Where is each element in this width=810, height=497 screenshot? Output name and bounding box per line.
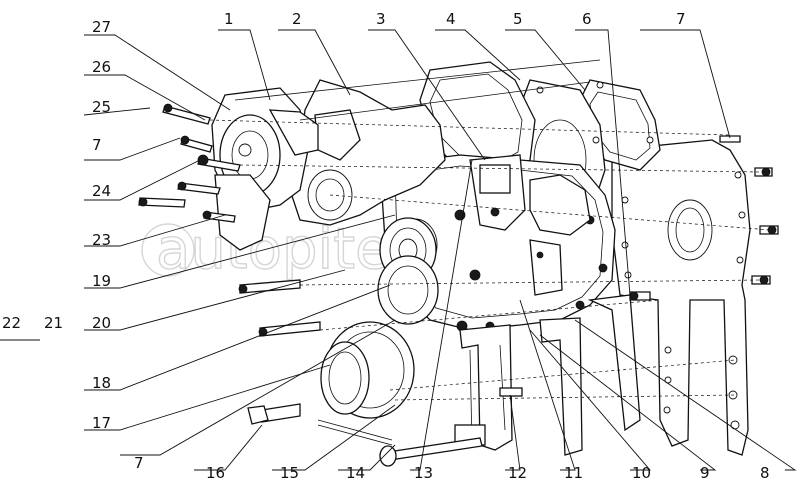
label-21: 21 — [44, 314, 63, 332]
seal-ring-17 — [320, 321, 415, 419]
label-12: 12 — [508, 464, 527, 482]
label-22: 22 — [2, 314, 21, 332]
oil-filler-cover-18 — [377, 255, 439, 325]
label-3: 3 — [376, 10, 386, 28]
label-20: 20 — [92, 314, 111, 332]
label-17: 17 — [92, 414, 111, 432]
label-7-left: 7 — [92, 136, 102, 154]
label-11: 11 — [564, 464, 583, 482]
callout-labels: 1 2 3 4 5 6 7 27 26 25 7 24 23 19 22 21 … — [2, 10, 770, 482]
label-25: 25 — [92, 98, 111, 116]
label-14: 14 — [346, 464, 365, 482]
parts-drawing — [138, 59, 779, 467]
label-4: 4 — [446, 10, 456, 28]
long-bolt-14 — [379, 437, 483, 467]
assembly-axis-lines — [209, 59, 771, 401]
label-16: 16 — [206, 464, 225, 482]
lower-brackets — [454, 294, 641, 456]
bolt-set-right — [629, 135, 779, 301]
label-23: 23 — [92, 231, 111, 249]
label-13: 13 — [414, 464, 433, 482]
label-26: 26 — [92, 58, 111, 76]
label-15: 15 — [280, 464, 299, 482]
label-9: 9 — [700, 464, 710, 482]
label-27: 27 — [92, 18, 111, 36]
pump-housing-1 — [211, 87, 319, 251]
label-1: 1 — [224, 10, 234, 28]
label-24: 24 — [92, 182, 111, 200]
rod-15 — [317, 419, 393, 446]
label-5: 5 — [513, 10, 523, 28]
rear-cover-plate — [611, 139, 751, 456]
label-7-bottom: 7 — [134, 454, 144, 472]
label-7-top: 7 — [676, 10, 686, 28]
leader-lines — [0, 29, 797, 471]
label-8: 8 — [760, 464, 770, 482]
bolt-16 — [247, 403, 301, 425]
label-2: 2 — [292, 10, 302, 28]
label-19: 19 — [92, 272, 111, 290]
label-6: 6 — [582, 10, 592, 28]
label-18: 18 — [92, 374, 111, 392]
label-10: 10 — [632, 464, 651, 482]
